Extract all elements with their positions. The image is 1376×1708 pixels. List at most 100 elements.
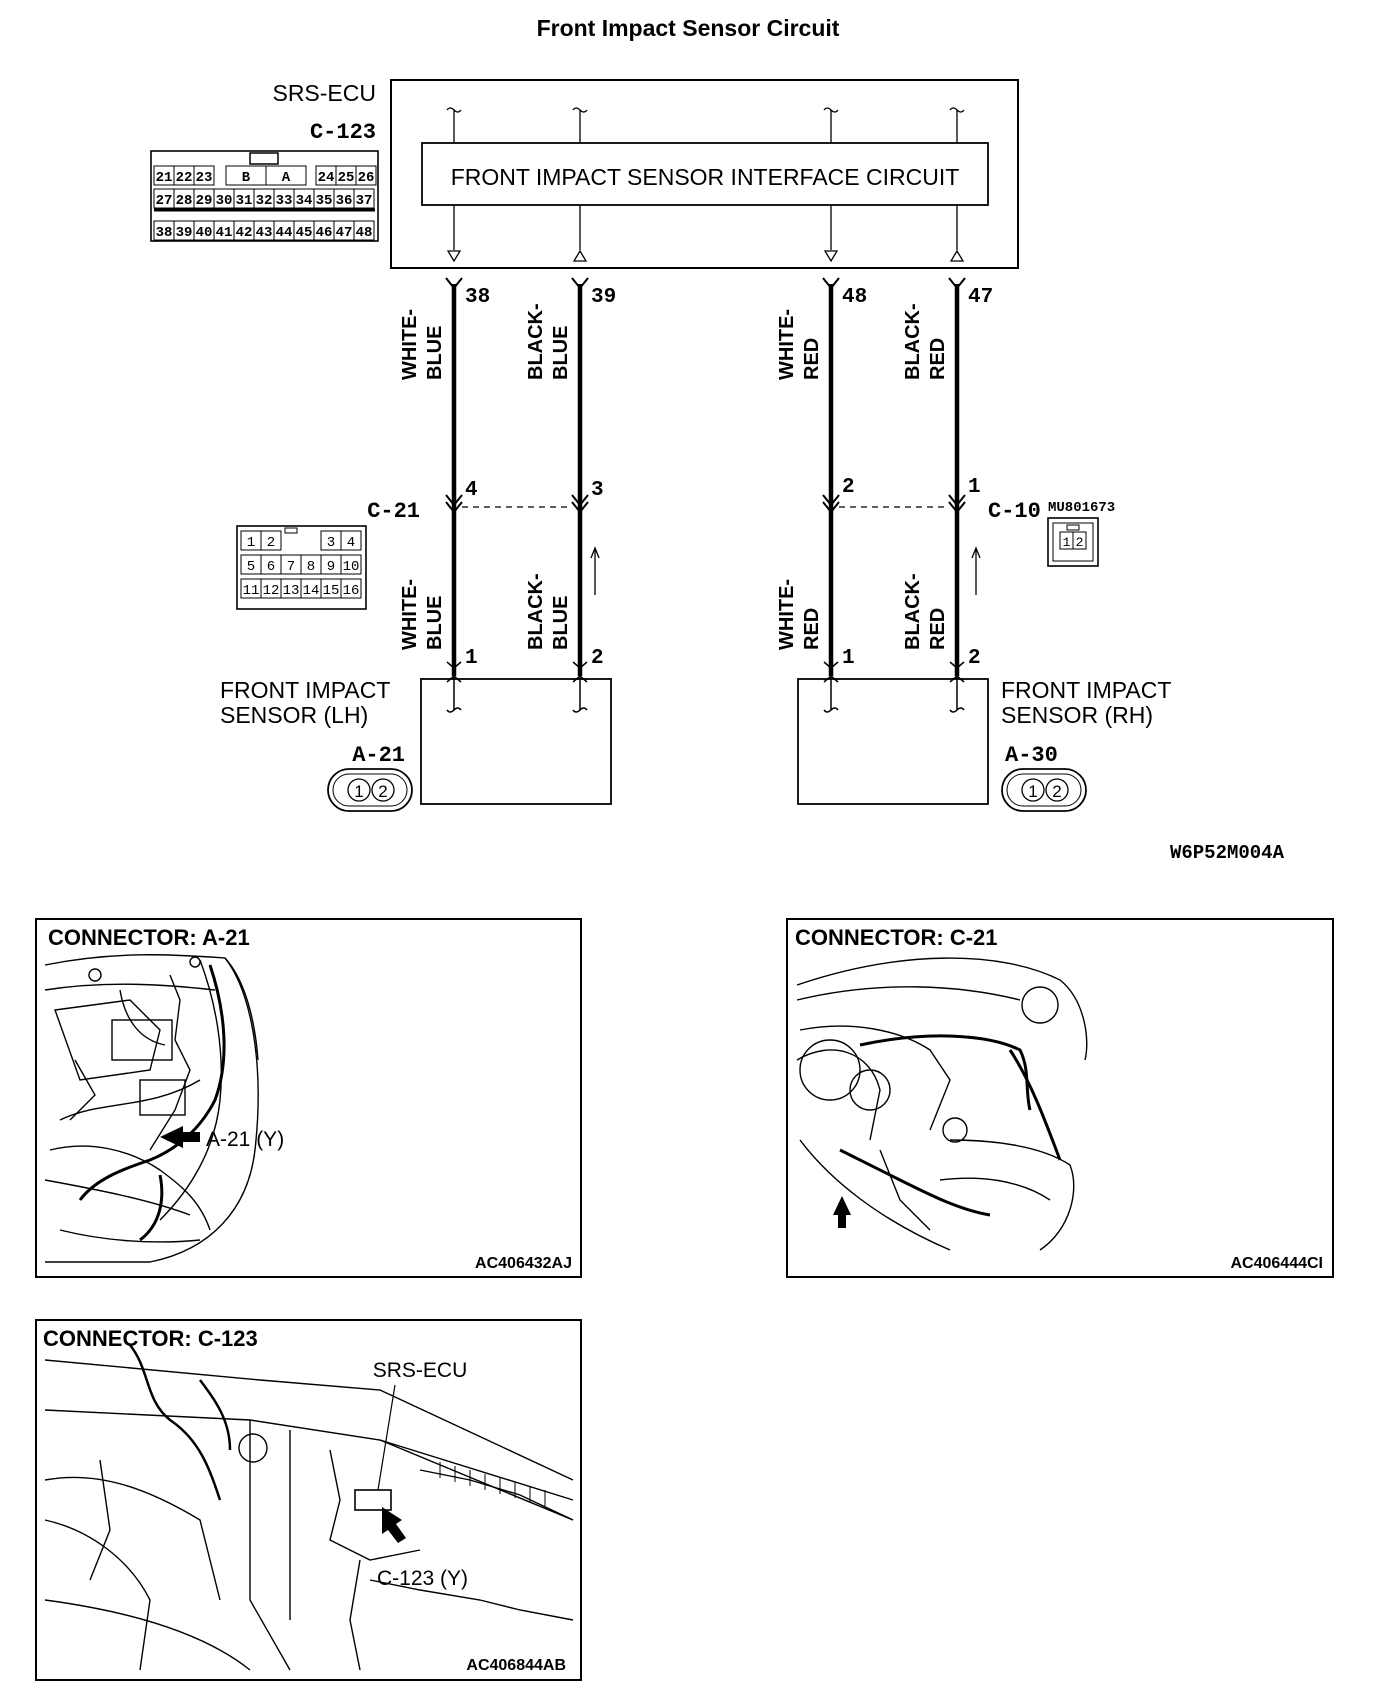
wire-2-color-a-lower: BLACK- xyxy=(525,573,547,650)
wire-4-ecu-pin: 47 xyxy=(968,286,993,309)
ecu-pin-number: 48 xyxy=(356,225,373,241)
wire-2-mid-pin: 3 xyxy=(591,479,604,502)
wire-1-ecu-pin: 38 xyxy=(465,286,490,309)
sensor-lh-pin-2: 2 xyxy=(378,782,387,801)
c21-pin-cell xyxy=(260,530,282,551)
sensor-lh-connector-icon: 1 2 xyxy=(327,768,413,812)
c21-pin-number: 12 xyxy=(263,583,280,599)
ecu-pin-number: 30 xyxy=(216,193,233,209)
c21-pin-number: 14 xyxy=(303,583,320,599)
ecu-pin-number: 28 xyxy=(176,193,193,209)
mid-connector-marks xyxy=(445,494,966,514)
c21-pin-number: 11 xyxy=(243,583,260,599)
c21-pointer-arrow-icon xyxy=(833,1196,851,1228)
c21-harness-line xyxy=(839,1034,1062,1217)
ecu-pin-number: 23 xyxy=(196,170,213,186)
panel-connector-c21: CONNECTOR: C-21 AC406444CI xyxy=(786,918,1334,1278)
wire-4-color-a: BLACK- xyxy=(902,303,924,380)
srs-ecu-box xyxy=(390,79,1019,269)
interface-circuit-box xyxy=(421,142,989,206)
ecu-pin-cell xyxy=(193,165,215,186)
c21-pin-number: 13 xyxy=(283,583,300,599)
ecu-pin-number: 40 xyxy=(196,225,213,241)
wire-2-sensor-pin: 2 xyxy=(591,647,604,670)
c21-pin-number: 7 xyxy=(287,559,295,575)
panel-c21-title: CONNECTOR: C-21 xyxy=(795,925,998,950)
c21-pin-number: 2 xyxy=(267,535,275,551)
sensor-rh-pin-1: 1 xyxy=(1028,782,1037,801)
tunnel-ribs xyxy=(439,1462,546,1506)
ecu-pin-number: 45 xyxy=(296,225,313,241)
ecu-pin-number: 41 xyxy=(216,225,233,241)
sensor-lh-pin-1: 1 xyxy=(354,782,363,801)
wire-4-color-b-lower: RED xyxy=(927,608,949,650)
panel-a21-callout: A-21 (Y) xyxy=(206,1128,284,1151)
wire-1-sensor-pin: 1 xyxy=(465,647,478,670)
c21-pin-number: 15 xyxy=(323,583,340,599)
ecu-pin-number: 33 xyxy=(276,193,293,209)
c21-pin-cell xyxy=(340,554,362,575)
c10-pin-1: 1 xyxy=(1063,535,1071,550)
panel-a21-title: CONNECTOR: A-21 xyxy=(48,925,250,950)
c21-label: C-21 xyxy=(367,499,420,524)
panel-connector-c123: CONNECTOR: C-123 xyxy=(35,1319,582,1681)
wire-3-color-a-lower: WHITE- xyxy=(776,579,798,650)
diagram-code: W6P52M004A xyxy=(1170,842,1285,864)
page-title: Front Impact Sensor Circuit xyxy=(537,15,840,41)
c123-harness-line xyxy=(129,1344,232,1501)
panel-c123-title: CONNECTOR: C-123 xyxy=(43,1326,258,1351)
wire-2-ecu-pin: 39 xyxy=(591,286,616,309)
srs-ecu-unit xyxy=(354,1489,392,1511)
c21-pin-number: 8 xyxy=(307,559,315,575)
wire-1-color-a-lower: WHITE- xyxy=(399,579,421,650)
c21-pin-number: 5 xyxy=(247,559,255,575)
ecu-pin-number: 24 xyxy=(318,170,335,186)
ecu-pin-number: 35 xyxy=(316,193,333,209)
ecu-pin-cell xyxy=(265,165,307,186)
wire-3-color-b-lower: RED xyxy=(801,608,823,650)
ecu-pin-number: 27 xyxy=(156,193,173,209)
wire-3-sensor-pin: 1 xyxy=(842,647,855,670)
panel-a21-code: AC406432AJ xyxy=(475,1255,572,1272)
panel-connector-a21: CONNECTOR: A-21 A-21 (Y) AC406432AJ xyxy=(35,918,582,1278)
engine-bay-illustration xyxy=(44,954,259,1263)
interface-circuit-label: FRONT IMPACT SENSOR INTERFACE CIRCUIT xyxy=(451,164,960,190)
c21-pin-number: 16 xyxy=(343,583,360,599)
ecu-pin-number: 31 xyxy=(236,193,253,209)
ecu-pin-number: 32 xyxy=(256,193,273,209)
ecu-pin-number: 29 xyxy=(196,193,213,209)
ecu-pin-cell xyxy=(353,188,375,209)
c21-pin-number: 10 xyxy=(343,559,360,575)
panel-c123-callout: C-123 (Y) xyxy=(377,1567,468,1590)
ecu-pin-number: 25 xyxy=(338,170,355,186)
ecu-terminal-marks xyxy=(445,277,966,290)
wire-4-color-a-lower: BLACK- xyxy=(902,573,924,650)
panel-c123-code: AC406844AB xyxy=(466,1657,566,1674)
harness-wires xyxy=(451,284,960,676)
wire-2-color-a: BLACK- xyxy=(525,303,547,380)
ecu-pin-number: 26 xyxy=(358,170,375,186)
wire-4-color-b: RED xyxy=(927,338,949,380)
wire-1-color-a: WHITE- xyxy=(399,309,421,380)
sensor-lh-label-line1: FRONT IMPACT xyxy=(220,677,390,703)
srs-ecu-leader-line xyxy=(377,1384,396,1491)
ecu-pin-cell xyxy=(355,165,377,186)
sensor-rh-label-line1: FRONT IMPACT xyxy=(1001,677,1171,703)
wire-4-mid-pin: 1 xyxy=(968,476,981,499)
dashboard-illustration xyxy=(796,957,1088,1251)
ecu-pin-number: 44 xyxy=(276,225,293,241)
sensor-rh-label-line2: SENSOR (RH) xyxy=(1001,702,1153,728)
ecu-pin-number: 39 xyxy=(176,225,193,241)
ecu-pin-number: 38 xyxy=(156,225,173,241)
ecu-connector-label: C-123 xyxy=(310,120,376,145)
sensor-terminal-marks xyxy=(446,661,965,713)
ecu-pin-number: 42 xyxy=(236,225,253,241)
floor-tunnel-illustration xyxy=(44,1359,574,1671)
panel-c21-code: AC406444CI xyxy=(1231,1255,1324,1272)
wire-3-color-a: WHITE- xyxy=(776,309,798,380)
wire-4-sensor-pin: 2 xyxy=(968,647,981,670)
c21-pin-number: 4 xyxy=(347,535,355,551)
c21-pin-cell xyxy=(340,530,362,551)
